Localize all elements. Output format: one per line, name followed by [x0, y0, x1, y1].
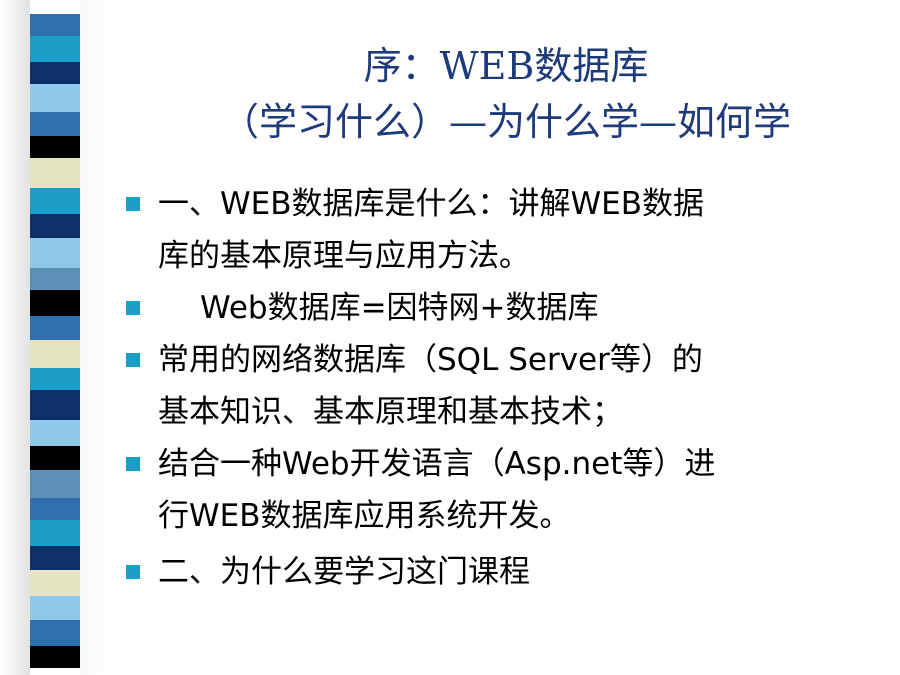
left-decorative-stripe: [0, 0, 112, 675]
bullet-list: 一、WEB数据库是什么：讲解WEB数据 库的基本原理与应用方法。 Web数据库=…: [124, 178, 884, 598]
stripe-block: [30, 112, 80, 136]
square-bullet-icon: [126, 197, 140, 211]
stripe-block: [30, 238, 80, 268]
stripe-block: [30, 158, 80, 188]
slide-title-line-2: （学习什么）—为什么学—如何学: [220, 100, 791, 144]
bullet-text-line: 常用的网络数据库（SQL Server等）的: [158, 342, 703, 378]
slide-title-line-1: 序：WEB数据库: [363, 44, 649, 88]
stripe-block: [30, 0, 80, 14]
square-bullet-icon: [126, 301, 140, 315]
stripe-block: [30, 268, 80, 290]
stripe-block: [30, 668, 80, 675]
stripe-block: [30, 188, 80, 214]
stripe-block: [30, 420, 80, 446]
stripe-block: [30, 340, 80, 368]
bullet-item-common-db: 常用的网络数据库（SQL Server等）的 基本知识、基本原理和基本技术；: [124, 334, 884, 438]
stripe-block: [30, 470, 80, 498]
bullet-item-dev-language: 结合一种Web开发语言（Asp.net等）进 行WEB数据库应用系统开发。: [124, 438, 884, 542]
stripe-block: [30, 570, 80, 596]
stripe-block: [30, 546, 80, 570]
stripe-block: [30, 214, 80, 238]
stripe-block: [30, 136, 80, 158]
stripe-block: [30, 290, 80, 316]
stripe-block: [30, 498, 80, 520]
stripe-block: [30, 368, 80, 390]
square-bullet-icon: [126, 565, 140, 579]
bullet-text-line: 基本知识、基本原理和基本技术；: [158, 394, 623, 430]
bullet-text-line: 一、WEB数据库是什么：讲解WEB数据: [158, 186, 705, 222]
square-bullet-icon: [126, 353, 140, 367]
stripe-block: [30, 446, 80, 470]
bullet-text-line: Web数据库=因特网+数据库: [200, 290, 599, 326]
bullet-item-web-db-formula: Web数据库=因特网+数据库: [124, 282, 884, 334]
stripe-block: [30, 62, 80, 84]
stripe-block: [30, 596, 80, 620]
stripe-block: [30, 84, 80, 112]
bullet-item-what-is-web-db: 一、WEB数据库是什么：讲解WEB数据 库的基本原理与应用方法。: [124, 178, 884, 282]
stripe-blocks: [30, 0, 80, 675]
square-bullet-icon: [126, 457, 140, 471]
bullet-text-line: 二、为什么要学习这门课程: [158, 554, 530, 590]
bullet-text-line: 库的基本原理与应用方法。: [158, 238, 530, 274]
stripe-block: [30, 646, 80, 668]
stripe-block: [30, 36, 80, 62]
stripe-block: [30, 620, 80, 646]
bullet-text-line: 行WEB数据库应用系统开发。: [158, 498, 571, 534]
stripe-block: [30, 14, 80, 36]
stripe-block: [30, 316, 80, 340]
stripe-block: [30, 390, 80, 420]
bullet-item-why-learn: 二、为什么要学习这门课程: [124, 546, 884, 598]
stripe-block: [30, 520, 80, 546]
bullet-text-line: 结合一种Web开发语言（Asp.net等）进: [158, 446, 716, 482]
